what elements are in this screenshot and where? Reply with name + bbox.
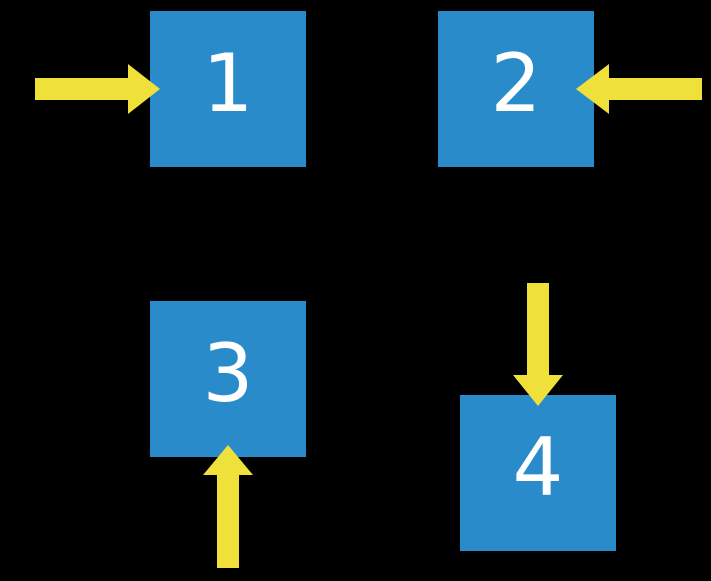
arrow-right-icon xyxy=(35,64,160,114)
arrow-left-icon xyxy=(576,64,702,114)
arrow-down-icon xyxy=(513,283,563,406)
square-2-label: 2 xyxy=(490,37,542,130)
square-4: 4 xyxy=(460,395,616,551)
square-1: 1 xyxy=(150,11,306,167)
square-4-label: 4 xyxy=(512,421,564,514)
square-3: 3 xyxy=(150,301,306,457)
square-3-label: 3 xyxy=(202,327,254,420)
square-1-label: 1 xyxy=(202,37,254,130)
arrow-up-icon xyxy=(203,445,253,568)
square-2: 2 xyxy=(438,11,594,167)
